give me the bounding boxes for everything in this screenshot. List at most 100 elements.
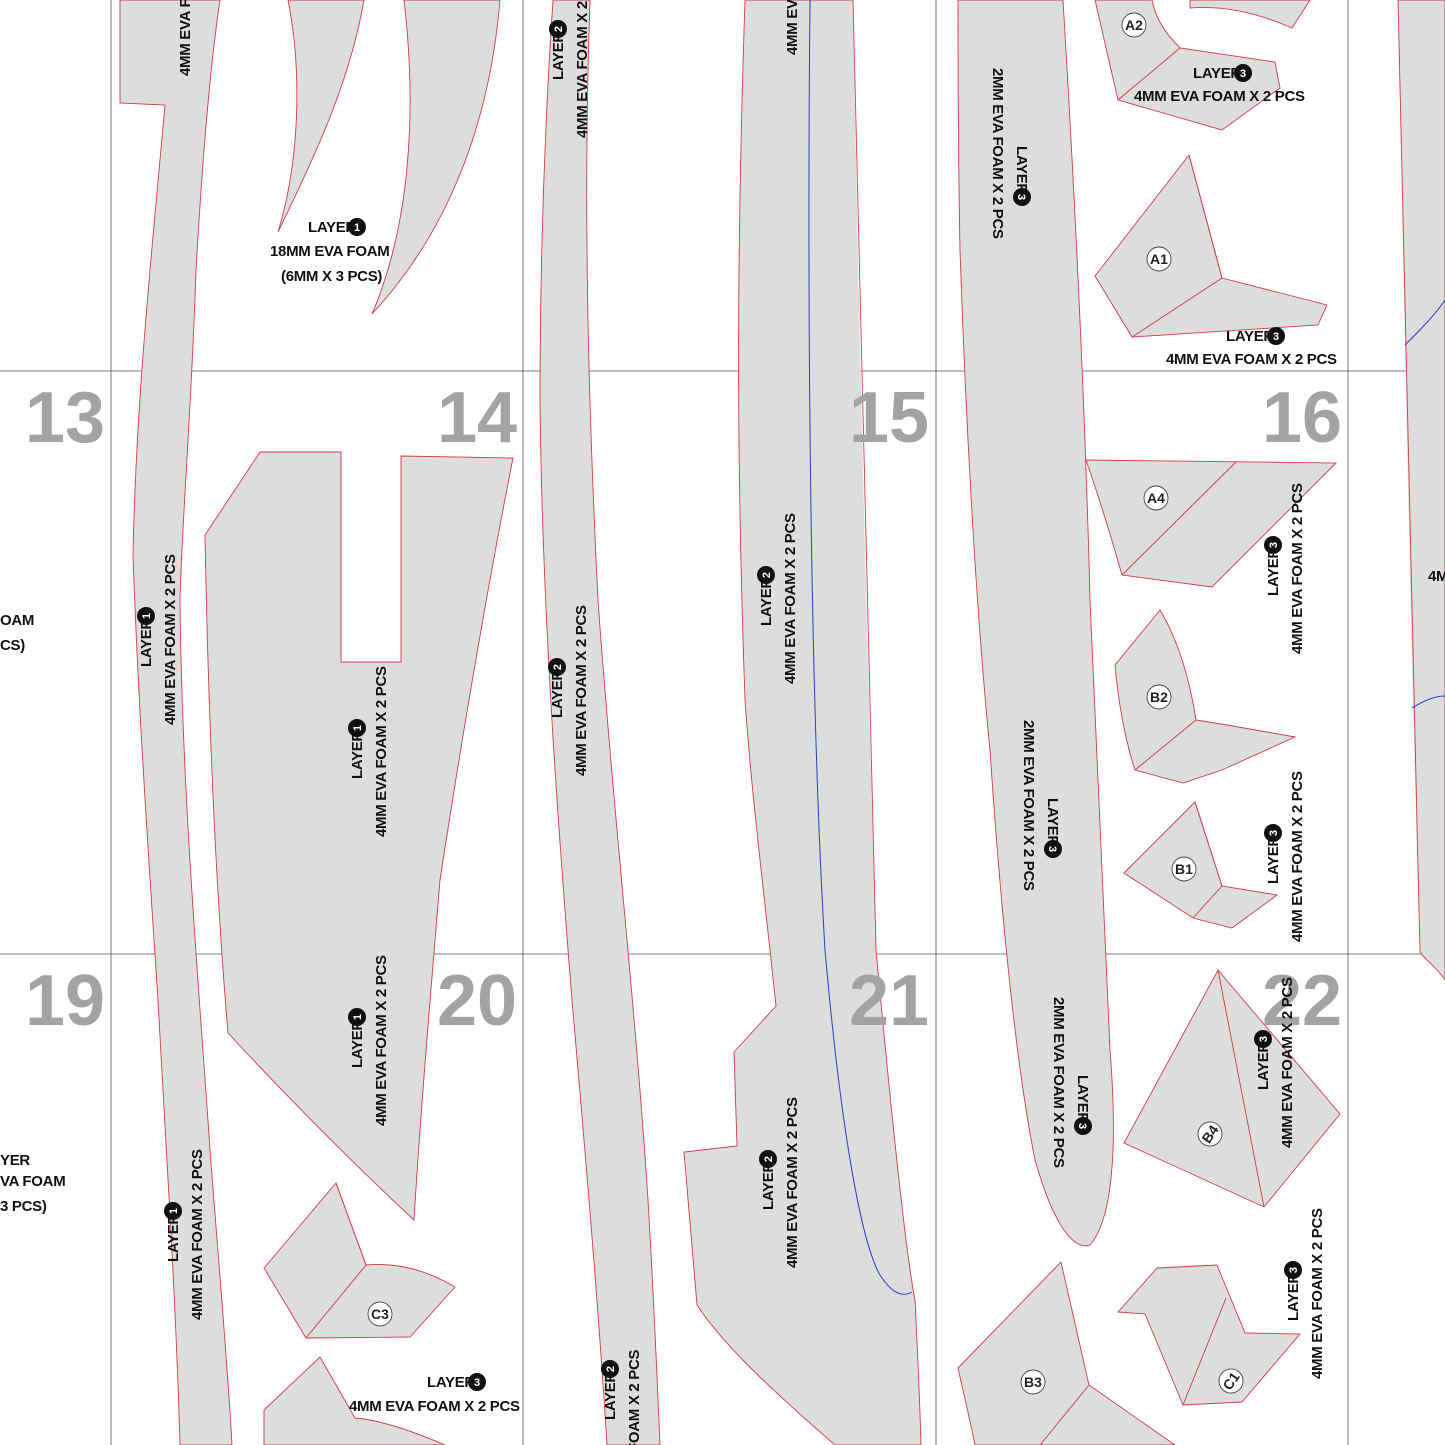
svg-text:4MM EVA FOAM X 2 PCS: 4MM EVA FOAM X 2 PCS (1289, 483, 1306, 654)
svg-text:LAYER: LAYER (1044, 798, 1061, 846)
svg-text:LAYER: LAYER (1226, 328, 1274, 345)
label-large-piece-1: LAYER 1 4MM EVA FOAM X 2 PCS (348, 666, 390, 837)
label-strip2-bottom: LAYER 2 FOAM X 2 PCS (601, 1349, 643, 1445)
page-number-14: 14 (437, 378, 517, 458)
label-cut-right: 4M (1428, 568, 1445, 585)
svg-text:B2: B2 (1150, 689, 1168, 705)
piece-id-b2: B2 (1146, 684, 1172, 710)
svg-text:1: 1 (352, 1014, 364, 1020)
svg-text:4MM EVA FOAM X 2 PCS: 4MM EVA FOAM X 2 PCS (1309, 1208, 1326, 1379)
svg-text:4MM EVA FOAM X 2 PCS: 4MM EVA FOAM X 2 PCS (373, 666, 390, 837)
svg-text:3: 3 (1240, 68, 1246, 80)
label-cut-left-2: CS) (0, 637, 25, 654)
page-number-13: 13 (25, 378, 105, 458)
piece-ids: A2 A1 A4 B2 B1 B4 B3 C1 C3 (367, 12, 1244, 1395)
layer1-long-strip (119, 0, 233, 1445)
svg-text:4MM EVA FOAM X 2 PCS: 4MM EVA FOAM X 2 PCS (784, 1097, 801, 1268)
piece-a2 (1094, 0, 1281, 131)
svg-text:LAYER: LAYER (1193, 65, 1241, 82)
label-large-piece-2: LAYER 1 4MM EVA FOAM X 2 PCS (348, 955, 390, 1126)
layer2-wide-strip (683, 0, 922, 1445)
piece-id-b3: B3 (1020, 1369, 1046, 1395)
piece-c3 (263, 1182, 456, 1339)
svg-text:LAYER: LAYER (1074, 1075, 1091, 1123)
label-strip2-top: LAYER 2 4MM EVA FOAM X 2 PCS (549, 0, 591, 138)
piece-c1 (1117, 1264, 1301, 1406)
piece-id-b4: B4 (1197, 1121, 1223, 1147)
label-layer1-blades: LAYER 1 18MM EVA FOAM (6MM X 3 PCS) (270, 218, 390, 285)
svg-text:3: 3 (1273, 331, 1279, 343)
piece-id-a1: A1 (1146, 246, 1172, 272)
layer1-blade-left (277, 0, 365, 233)
label-2mm-strip-top: 2MM EVA FOAM X 2 PCS LAYER 3 (989, 68, 1031, 239)
svg-text:4MM EVA FOAM X 2 PCS: 4MM EVA FOAM X 2 PCS (1166, 351, 1337, 368)
label-a4: LAYER 3 4MM EVA FOAM X 2 PCS (1264, 483, 1306, 654)
svg-text:2: 2 (552, 664, 564, 670)
page-number-19: 19 (25, 961, 105, 1041)
piece-id-a4: A4 (1143, 485, 1169, 511)
pattern-pieces (119, 0, 1445, 1445)
svg-text:LAYER: LAYER (165, 1214, 182, 1262)
svg-text:LAYER: LAYER (1013, 146, 1030, 194)
label-cut-left-4: VA FOAM (0, 1173, 65, 1190)
svg-text:LAYER: LAYER (1265, 836, 1282, 884)
layer1-blade-right (371, 0, 501, 315)
label-a2: LAYER 3 4MM EVA FOAM X 2 PCS (1134, 64, 1305, 105)
label-wide-strip-mid: LAYER 2 4MM EVA FOAM X 2 PCS (757, 513, 799, 684)
svg-text:FOAM X 2 PCS: FOAM X 2 PCS (626, 1349, 643, 1445)
svg-text:B1: B1 (1175, 861, 1193, 877)
label-strip1-top: 4MM EVA FO (177, 0, 194, 76)
svg-text:4MM EVA FOAM X 2 PCS: 4MM EVA FOAM X 2 PCS (573, 605, 590, 776)
label-2mm-strip-bottom: 2MM EVA FOAM X 2 PCS LAYER 3 (1050, 997, 1092, 1168)
label-c3: LAYER 3 4MM EVA FOAM X 2 PCS (349, 1373, 520, 1415)
svg-text:3: 3 (1288, 1267, 1300, 1273)
svg-text:LAYER: LAYER (758, 578, 775, 626)
svg-text:3: 3 (474, 1377, 480, 1389)
svg-text:2: 2 (761, 572, 773, 578)
svg-text:2MM EVA FOAM X 2 PCS: 2MM EVA FOAM X 2 PCS (989, 68, 1006, 239)
svg-text:4MM EVA FOAM X 2 PCS: 4MM EVA FOAM X 2 PCS (189, 1149, 206, 1320)
page-number-21: 21 (849, 961, 929, 1041)
svg-text:1: 1 (352, 725, 364, 731)
label-strip1-mid: LAYER 1 4MM EVA FOAM X 2 PCS (137, 554, 179, 725)
svg-text:2MM EVA FOAM X 2 PCS: 2MM EVA FOAM X 2 PCS (1020, 720, 1037, 891)
svg-text:LAYER: LAYER (427, 1374, 475, 1391)
svg-text:1: 1 (168, 1208, 180, 1214)
svg-text:1: 1 (354, 222, 360, 234)
guide-curve-1 (808, 0, 913, 1295)
svg-text:A4: A4 (1147, 490, 1165, 506)
piece-id-c1: C1 (1218, 1368, 1244, 1394)
svg-text:LAYER: LAYER (349, 731, 366, 779)
piece-partial-right (1397, 0, 1445, 981)
layer3-2mm-strip (957, 0, 1114, 1247)
svg-text:A2: A2 (1125, 17, 1143, 33)
label-wide-strip-bottom: LAYER 2 4MM EVA FOAM X 2 PCS (759, 1097, 801, 1268)
svg-text:4MM EVA FOAM X 2 PCS: 4MM EVA FOAM X 2 PCS (1279, 977, 1296, 1148)
svg-text:18MM EVA FOAM: 18MM EVA FOAM (270, 243, 389, 260)
svg-text:LAYER: LAYER (138, 619, 155, 667)
page-number-15: 15 (849, 378, 929, 458)
piece-partial-bottom-left (263, 1356, 446, 1445)
label-wide-strip-top: 4MM EVA (784, 0, 801, 55)
svg-text:LAYER: LAYER (308, 219, 356, 236)
label-strip2-mid: LAYER 2 4MM EVA FOAM X 2 PCS (548, 605, 590, 776)
page-number-22: 22 (1262, 961, 1342, 1041)
svg-text:LAYER: LAYER (550, 32, 567, 80)
svg-text:LAYER: LAYER (349, 1020, 366, 1068)
piece-b2 (1114, 609, 1297, 784)
label-b4: LAYER 3 4MM EVA FOAM X 2 PCS (1254, 977, 1296, 1148)
label-strip1-bottom: LAYER 1 4MM EVA FOAM X 2 PCS (164, 1149, 206, 1320)
svg-text:2MM EVA FOAM X 2 PCS: 2MM EVA FOAM X 2 PCS (1050, 997, 1067, 1168)
svg-text:4MM EVA FO: 4MM EVA FO (177, 0, 194, 76)
page-number-16: 16 (1262, 378, 1342, 458)
layer2-long-strip (539, 0, 661, 1445)
page-number-20: 20 (437, 961, 517, 1041)
svg-text:4MM EVA FOAM X 2 PCS: 4MM EVA FOAM X 2 PCS (782, 513, 799, 684)
svg-text:2: 2 (763, 1156, 775, 1162)
piece-b3 (957, 1261, 1176, 1445)
piece-id-c3: C3 (367, 1301, 393, 1327)
svg-text:LAYER: LAYER (1265, 548, 1282, 596)
label-cut-left-3: YER (0, 1152, 30, 1169)
svg-text:LAYER: LAYER (1255, 1042, 1272, 1090)
svg-text:3: 3 (1076, 1123, 1088, 1129)
